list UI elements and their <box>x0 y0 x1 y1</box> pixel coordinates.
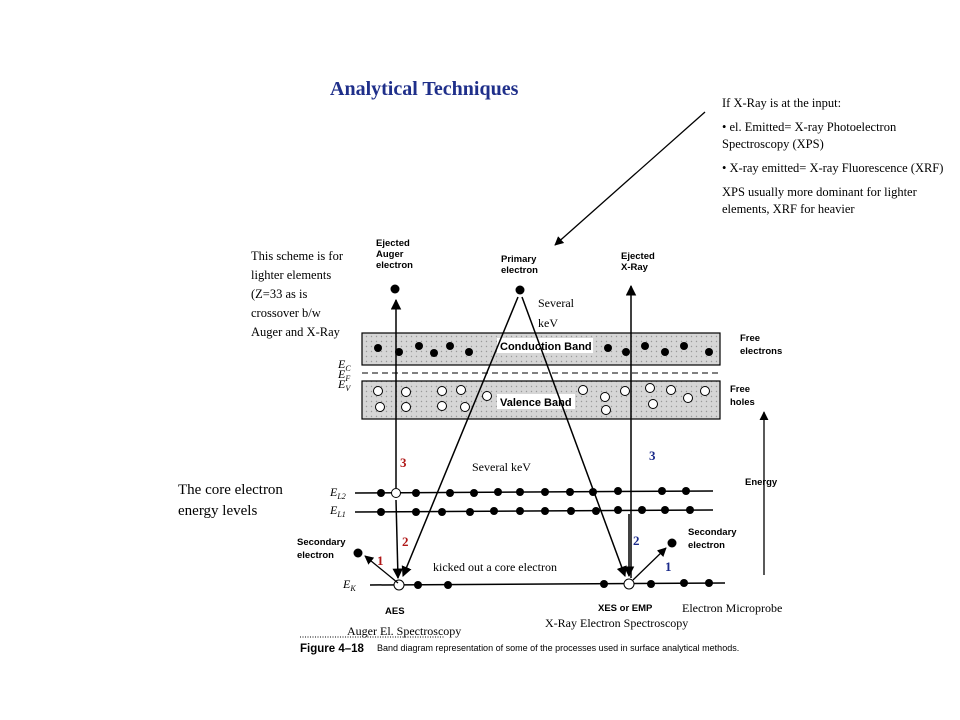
aes-label: AES <box>385 606 405 617</box>
secondary-left-arrow <box>364 555 399 584</box>
several-kev-mid-label: Several keV <box>472 460 531 474</box>
core-electrons <box>377 487 713 589</box>
secondary-right-arrow <box>632 547 667 581</box>
conduction-electrons <box>374 342 713 357</box>
ev-label: EV <box>337 377 351 393</box>
notes-footer: XPS usually more dominant for lighter el… <box>722 185 917 216</box>
xray-input-notes: If X-Ray is at the input: • el. Emitted=… <box>722 95 954 225</box>
ek-label: EK <box>342 577 356 593</box>
step-3-left: 3 <box>400 455 407 470</box>
level-l1 <box>354 509 714 513</box>
pointer-arrow <box>554 111 706 246</box>
core-levels-note: The core electron energy levels <box>178 482 283 519</box>
figure-number: Figure 4–18 <box>300 643 365 655</box>
auger-spectroscopy-label: Auger El. Spectroscopy <box>347 624 461 638</box>
el1-label: EL1 <box>329 503 346 519</box>
scheme-note: This scheme is for lighter elements (Z=3… <box>251 249 343 339</box>
el2-label: EL2 <box>329 485 346 501</box>
secondary-left-electron <box>353 548 363 558</box>
step-2-left: 2 <box>402 534 409 549</box>
electron-microprobe-label: Electron Microprobe <box>682 601 782 615</box>
notes-bullet-xps: • el. Emitted= X-ray Photoelectron Spect… <box>722 120 897 151</box>
figure-caption: Band diagram representation of some of t… <box>377 643 739 653</box>
step-2-right: 2 <box>633 533 640 548</box>
xray-spectroscopy-label: X-Ray Electron Spectroscopy <box>545 616 688 630</box>
notes-bullet-xrf: • X-ray emitted= X-ray Fluorescence (XRF… <box>722 161 944 175</box>
vacancy-l2 <box>391 488 401 498</box>
step-3-right: 3 <box>649 448 656 463</box>
secondary-right-electron <box>667 538 677 548</box>
primary-to-aes <box>401 296 519 577</box>
primary-electron <box>515 285 525 295</box>
ejected-auger-electron <box>390 284 400 294</box>
step-1-right: 1 <box>665 559 672 574</box>
step-1-left: 1 <box>377 553 384 568</box>
slide-title: Analytical Techniques <box>330 78 519 100</box>
level-k <box>369 582 726 586</box>
ef-label: EF <box>337 367 350 383</box>
valence-band-label: Valence Band <box>500 397 572 409</box>
ec-label: EC <box>337 357 351 373</box>
valence-holes <box>373 383 710 415</box>
primary-to-xes <box>521 296 627 577</box>
notes-heading: If X-Ray is at the input: <box>722 96 842 110</box>
xes-label: XES or EMP <box>598 603 653 614</box>
conduction-band-label: Conduction Band <box>500 341 592 353</box>
energy-label: Energy <box>745 477 778 488</box>
kicked-out-label: kicked out a core electron <box>433 560 557 574</box>
vacancy-k-xes <box>623 578 635 590</box>
auger-fill-arrow <box>392 499 404 580</box>
